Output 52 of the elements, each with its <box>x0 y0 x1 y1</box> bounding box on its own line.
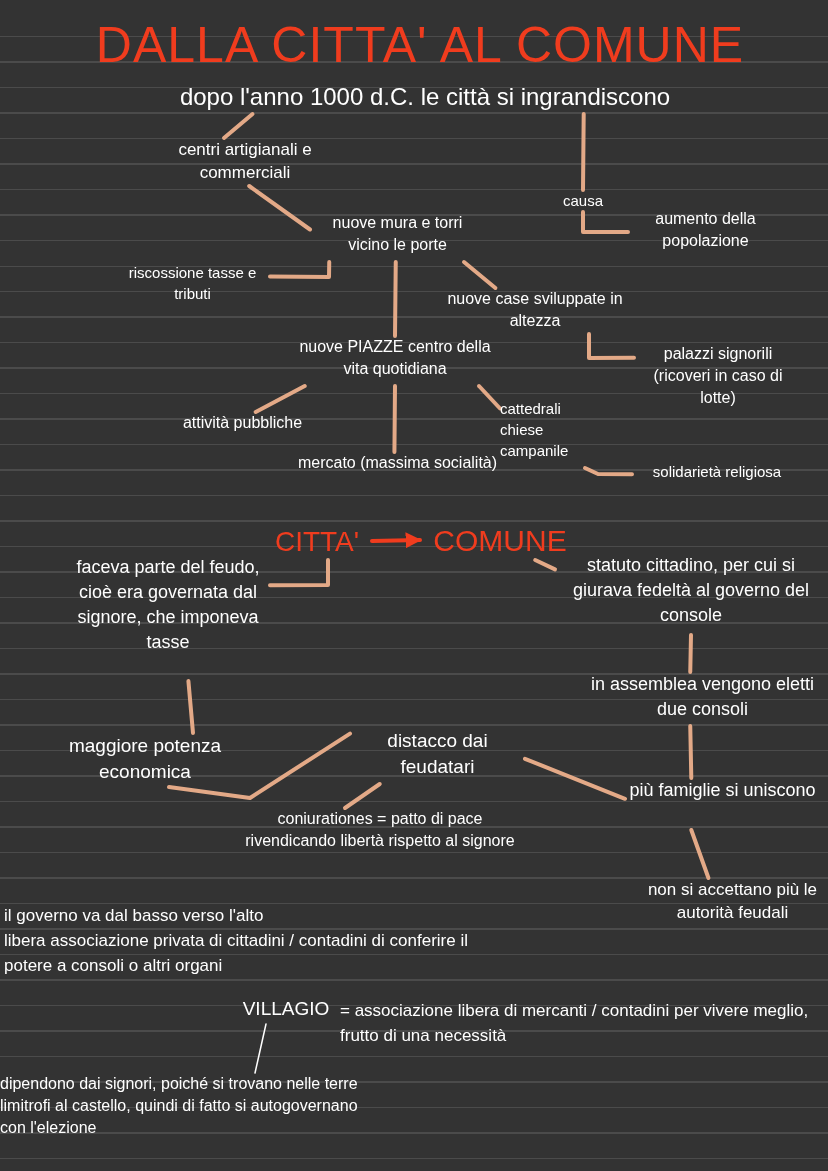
connector-line <box>688 633 693 674</box>
note-text: distacco dai feudatari <box>386 729 489 779</box>
connector-line <box>583 466 634 477</box>
connector-line <box>254 1023 267 1074</box>
note-text: nuove mura e torri vicino le porte <box>331 213 464 255</box>
note-text: faceva parte del feudo, cioè era governata dal signore, che imponeva tasse <box>75 556 261 654</box>
heading-text: CITTA' <box>274 525 360 559</box>
connector-line <box>581 210 630 234</box>
connector-line <box>581 112 586 192</box>
note-text: aumento della popolazione <box>654 209 757 251</box>
note-text: coniurationes = patto di pace rivendicando libertà rispetto al signore <box>244 809 516 851</box>
connector-line <box>253 384 307 414</box>
note-text: mercato (massima socialità) <box>297 453 498 473</box>
connector-line <box>392 384 397 454</box>
note-text: cattedrali chiese campanile <box>500 399 570 461</box>
connector-line <box>688 724 694 780</box>
note-text: VILLAGIO <box>242 997 330 1021</box>
note-text: libera associazione privata di cittadini / contadini di conferire il potere a consoli o altri organi <box>4 930 469 977</box>
note-text: attività pubbliche <box>182 413 303 433</box>
connector-line <box>247 184 312 232</box>
connector-line <box>186 679 195 735</box>
connector-line <box>167 731 352 800</box>
note-text: dipendono dai signori, poiché si trovano nelle terre limitrofi al castello, quindi di fatto si autogovernano con l'elezione <box>0 1074 359 1138</box>
note-text: maggiore potenza economica <box>67 734 223 784</box>
note-text: il governo va dal basso verso l'alto <box>4 905 265 927</box>
arrow <box>370 532 422 549</box>
note-text: in assemblea vengono eletti due consoli <box>589 673 816 721</box>
title: DALLA CITTA' AL COMUNE <box>94 16 746 75</box>
connector-line <box>343 782 382 810</box>
note-text: solidarietà religiosa <box>652 462 782 482</box>
note-text: nuove case sviluppate in altezza <box>446 289 624 331</box>
connector-line <box>689 828 711 880</box>
connector-line <box>587 332 636 360</box>
connector-line <box>393 260 398 338</box>
connector-line <box>533 558 557 572</box>
connector-line <box>523 756 627 801</box>
note-text: palazzi signorili (ricoveri in caso di lotte) <box>652 344 784 408</box>
note-text: dopo l'anno 1000 d.C. le città si ingrandiscono <box>179 82 671 112</box>
note-text: centri artigianali e commerciali <box>177 139 313 184</box>
note-text: causa <box>563 191 603 211</box>
connector-line <box>222 112 255 140</box>
note-text: riscossione tasse e tributi <box>127 263 258 304</box>
note-text: statuto cittadino, per cui si giurava fedeltà al governo del console <box>571 554 811 627</box>
connector-line <box>462 260 498 290</box>
connector-line <box>268 558 330 588</box>
note-text: non si accettano più le autorità feudali <box>646 879 819 924</box>
definition-text: = associazione libera di mercanti / contadini per vivere meglio, frutto di una necessità <box>340 1000 810 1047</box>
note-text: più famiglie si uniscono <box>629 779 816 802</box>
connector-line <box>477 384 502 411</box>
note-text: nuove PIAZZE centro della vita quotidiana <box>298 337 492 379</box>
heading-text: COMUNE <box>433 523 567 559</box>
connector-line <box>268 260 332 279</box>
